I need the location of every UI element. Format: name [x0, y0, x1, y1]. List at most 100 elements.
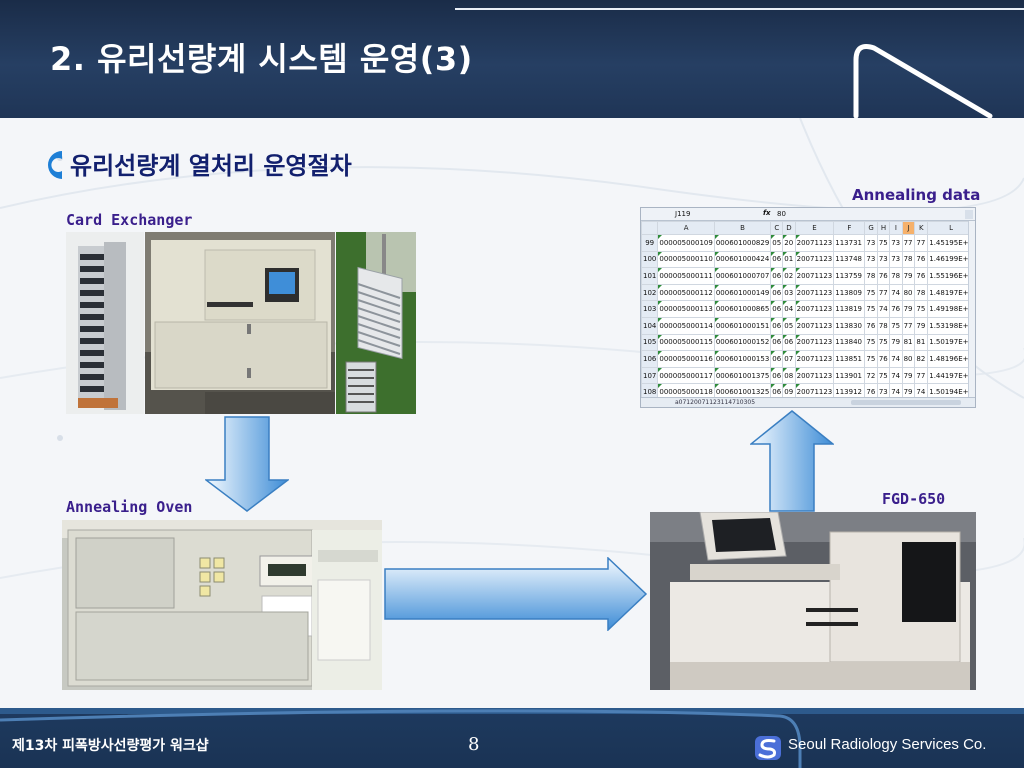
row-header[interactable]: 102 [641, 283, 659, 302]
table-cell[interactable]: 77 [914, 234, 929, 252]
table-cell[interactable]: 000005000110 [657, 250, 715, 269]
table-cell[interactable]: 06 [770, 283, 784, 302]
table-cell[interactable]: 05 [782, 316, 796, 335]
table-cell[interactable]: 113731 [833, 234, 866, 252]
table-cell[interactable]: 000601000149 [713, 283, 772, 302]
column-header[interactable]: C [770, 221, 784, 235]
table-cell[interactable]: 20 [782, 234, 796, 252]
table-cell[interactable]: 75 [876, 366, 891, 385]
table-cell[interactable]: 01 [782, 250, 796, 269]
table-cell[interactable]: 74 [876, 300, 891, 318]
table-cell[interactable]: 06 [770, 267, 784, 285]
horizontal-scrollbar[interactable] [851, 400, 961, 405]
corner-cell[interactable] [641, 221, 659, 235]
table-cell[interactable]: 20071123 [794, 250, 835, 269]
column-header[interactable]: J [901, 221, 916, 235]
table-cell[interactable]: 80 [901, 283, 916, 302]
table-cell[interactable]: 74 [889, 383, 903, 401]
table-cell[interactable]: 73 [876, 250, 891, 269]
row-header[interactable]: 101 [641, 267, 659, 285]
table-cell[interactable]: 000601000152 [713, 333, 772, 352]
table-cell[interactable]: 73 [864, 250, 878, 269]
table-cell[interactable]: 07 [782, 350, 796, 368]
table-cell[interactable]: 79 [889, 333, 903, 352]
table-cell[interactable]: 76 [876, 267, 891, 285]
row-header[interactable]: 104 [641, 316, 659, 335]
sheet-tab[interactable]: a07120071123114710305 [675, 399, 756, 406]
table-cell[interactable]: 81 [901, 333, 916, 352]
table-cell[interactable]: 000005000117 [657, 366, 715, 385]
table-cell[interactable]: 72 [864, 366, 878, 385]
table-cell[interactable]: 79 [901, 300, 916, 318]
row-header[interactable]: 103 [641, 300, 659, 318]
table-cell[interactable]: 20071123 [794, 300, 835, 318]
table-cell[interactable]: 80 [901, 350, 916, 368]
table-cell[interactable]: 78 [889, 267, 903, 285]
table-cell[interactable]: 79 [901, 267, 916, 285]
table-cell[interactable]: 03 [782, 283, 796, 302]
table-cell[interactable]: 75 [864, 333, 878, 352]
table-cell[interactable]: 06 [770, 333, 784, 352]
row-header[interactable]: 100 [641, 250, 659, 269]
column-header[interactable]: D [782, 221, 796, 235]
table-cell[interactable]: 75 [889, 316, 903, 335]
table-cell[interactable]: 000005000115 [657, 333, 715, 352]
table-cell[interactable]: 75 [876, 333, 891, 352]
table-cell[interactable]: 000005000113 [657, 300, 715, 318]
table-cell[interactable]: 02 [782, 267, 796, 285]
table-cell[interactable]: 20071123 [794, 333, 835, 352]
column-header[interactable]: I [889, 221, 903, 235]
table-cell[interactable]: 78 [914, 283, 929, 302]
table-cell[interactable]: 113851 [833, 350, 866, 368]
table-cell[interactable]: 73 [864, 234, 878, 252]
table-cell[interactable]: 78 [864, 267, 878, 285]
table-cell[interactable]: 000601000151 [713, 316, 772, 335]
table-cell[interactable]: 20071123 [794, 267, 835, 285]
table-cell[interactable]: 20071123 [794, 283, 835, 302]
table-cell[interactable]: 06 [770, 316, 784, 335]
table-cell[interactable]: 77 [876, 283, 891, 302]
table-cell[interactable]: 113819 [833, 300, 866, 318]
table-cell[interactable]: 75 [876, 234, 891, 252]
row-header[interactable]: 105 [641, 333, 659, 352]
vertical-scrollbar[interactable] [968, 221, 975, 399]
column-header[interactable]: F [833, 221, 866, 235]
table-cell[interactable]: 20071123 [794, 234, 835, 252]
row-header[interactable]: 99 [641, 234, 659, 252]
table-cell[interactable]: 113901 [833, 366, 866, 385]
table-cell[interactable]: 000601000707 [713, 267, 772, 285]
column-header[interactable]: A [657, 221, 715, 235]
table-cell[interactable]: 04 [782, 300, 796, 318]
table-cell[interactable]: 81 [914, 333, 929, 352]
table-cell[interactable]: 75 [864, 350, 878, 368]
table-cell[interactable]: 76 [876, 350, 891, 368]
table-cell[interactable]: 77 [914, 366, 929, 385]
column-header[interactable]: K [914, 221, 929, 235]
table-cell[interactable]: 77 [901, 234, 916, 252]
table-cell[interactable]: 000601000424 [713, 250, 772, 269]
table-cell[interactable]: 06 [770, 250, 784, 269]
table-cell[interactable]: 75 [914, 300, 929, 318]
table-cell[interactable]: 000601000829 [713, 234, 772, 252]
column-header[interactable]: E [794, 221, 835, 235]
table-cell[interactable]: 000005000109 [657, 234, 715, 252]
row-header[interactable]: 106 [641, 350, 659, 368]
table-cell[interactable]: 000601000153 [713, 350, 772, 368]
table-cell[interactable]: 000601000865 [713, 300, 772, 318]
table-cell[interactable]: 20071123 [794, 383, 835, 401]
table-cell[interactable]: 73 [889, 250, 903, 269]
table-cell[interactable]: 000005000114 [657, 316, 715, 335]
table-cell[interactable]: 000005000111 [657, 267, 715, 285]
table-cell[interactable]: 000005000116 [657, 350, 715, 368]
row-header[interactable]: 107 [641, 366, 659, 385]
table-cell[interactable]: 06 [770, 300, 784, 318]
table-cell[interactable]: 000005000112 [657, 283, 715, 302]
table-cell[interactable]: 76 [864, 316, 878, 335]
table-cell[interactable]: 82 [914, 350, 929, 368]
table-cell[interactable]: 06 [782, 333, 796, 352]
table-cell[interactable]: 20071123 [794, 316, 835, 335]
table-cell[interactable]: 78 [901, 250, 916, 269]
table-cell[interactable]: 79 [914, 316, 929, 335]
table-cell[interactable]: 113830 [833, 316, 866, 335]
column-header[interactable]: G [864, 221, 878, 235]
